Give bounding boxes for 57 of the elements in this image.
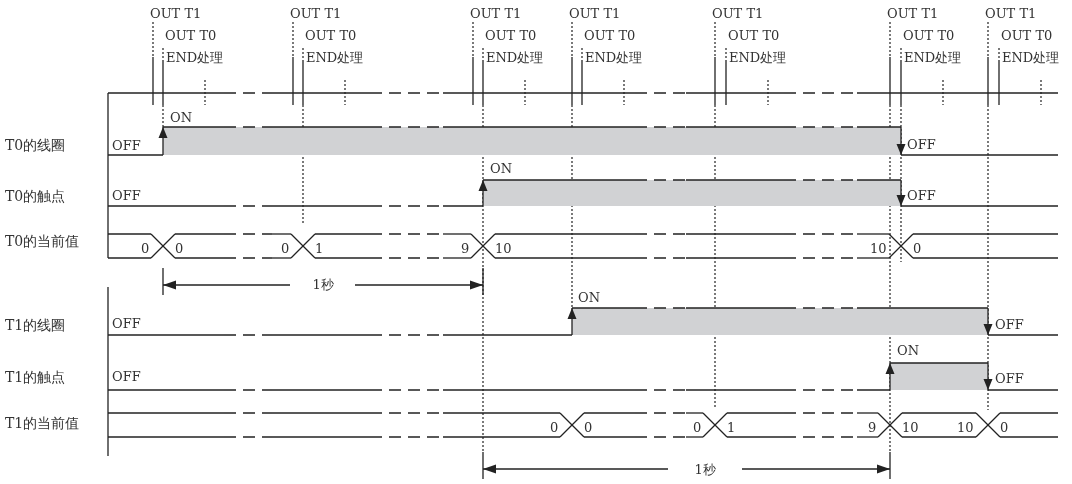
state-label: OFF [995,370,1024,386]
value-label: 0 [281,240,290,256]
value-label: 10 [495,240,512,256]
value-label: 0 [693,419,702,435]
instruction-label: OUT T0 [485,27,537,43]
instruction-label: OUT T1 [887,5,939,21]
value-label: 10 [870,240,887,256]
process-label: END处理 [166,49,224,65]
state-label: OFF [112,137,141,153]
process-label: END处理 [306,49,364,65]
state-label: ON [170,109,193,125]
value-label: 9 [461,240,470,256]
process-label: END处理 [486,49,544,65]
state-label: OFF [112,315,141,331]
duration-label: 1秒 [312,276,334,292]
state-label: ON [897,342,920,358]
value-label: 0 [584,419,593,435]
signal-name: T1的触点 [5,369,66,385]
instruction-label: OUT T1 [290,5,342,21]
process-label: END处理 [904,49,962,65]
signal-name: T1的当前值 [5,415,80,431]
instruction-label: OUT T1 [569,5,621,21]
process-label: END处理 [729,49,787,65]
value-label: 1 [315,240,324,256]
state-label: OFF [907,187,936,203]
signal-name: T0的当前值 [5,233,80,249]
instruction-label: OUT T0 [903,27,955,43]
signal-name: T0的线圈 [5,137,66,153]
instruction-label: OUT T1 [150,5,202,21]
value-label: 0 [175,240,184,256]
value-label: 0 [550,419,559,435]
value-label: 10 [957,419,974,435]
instruction-label: OUT T0 [165,27,217,43]
state-label: ON [490,160,513,176]
signal-name: T0的触点 [5,188,66,204]
instruction-label: OUT T0 [728,27,780,43]
signal-name: T1的线圈 [5,317,66,333]
process-label: END处理 [1002,49,1060,65]
instruction-label: OUT T1 [712,5,764,21]
value-label: 0 [141,240,150,256]
state-label: OFF [112,187,141,203]
state-label: OFF [907,136,936,152]
value-label: 0 [913,240,922,256]
instruction-label: OUT T1 [470,5,522,21]
value-label: 9 [868,419,877,435]
process-label: END处理 [585,49,643,65]
instruction-label: OUT T1 [985,5,1037,21]
instruction-label: OUT T0 [1001,27,1053,43]
value-label: 10 [902,419,919,435]
instruction-label: OUT T0 [305,27,357,43]
instruction-label: OUT T0 [584,27,636,43]
state-label: OFF [995,316,1024,332]
state-label: ON [578,289,601,305]
value-label: 1 [727,419,736,435]
duration-label: 1秒 [694,461,716,477]
value-label: 0 [1000,419,1009,435]
state-label: OFF [112,368,141,384]
